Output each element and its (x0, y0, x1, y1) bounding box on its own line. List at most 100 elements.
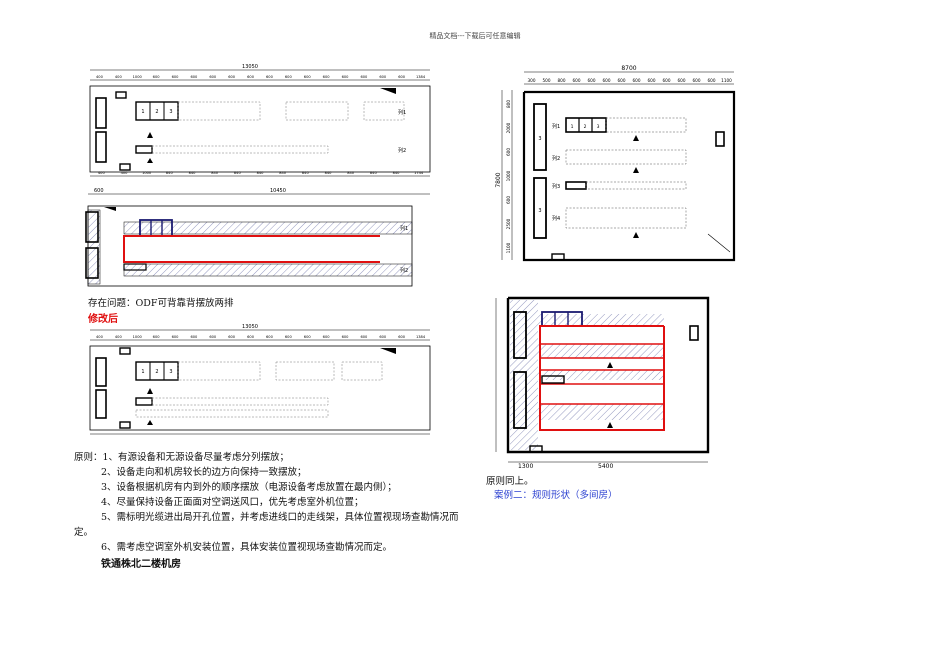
principle-item-2: 2、设备走向和机房较长的边方向保持一致摆放； (101, 467, 307, 478)
dimension-label: 600 (360, 335, 368, 339)
dimension-label: 600 (588, 78, 596, 83)
dimension-label: 800 (558, 78, 566, 83)
dimension-label: 1100 (506, 242, 511, 253)
dimension-label: 840 (325, 171, 333, 175)
svg-text:2: 2 (155, 369, 158, 375)
principle-item-5: 5、需标明光缆进出局开孔位置，并考虑进线口的走线架，具体位置视现场查勘情况而 (101, 512, 459, 523)
dimension-label: 1744 (414, 171, 424, 175)
svg-text:列4: 列4 (552, 215, 560, 222)
svg-text:600: 600 (94, 188, 104, 194)
dimension-label: 600 (153, 75, 161, 79)
dimension-label: 840 (234, 171, 242, 175)
dimension-label: 840 (370, 171, 378, 175)
dimension-label: 400 (121, 171, 129, 175)
svg-text:5400: 5400 (598, 463, 613, 470)
svg-text:1300: 1300 (518, 463, 533, 470)
dimension-label: 600 (648, 78, 656, 83)
page-header-caption: 精品文档---下载后可任意编辑 (429, 32, 521, 40)
dimension-label: 600 (266, 335, 274, 339)
principle-title: 原则：1、有源设备和无源设备尽量考虑分列摆放； (74, 452, 290, 463)
svg-text:2: 2 (155, 109, 158, 115)
principle-item-4: 4、尽量保持设备正面面对空调送风口，优先考虑室外机位置； (101, 497, 364, 508)
cable-tray-row2 (123, 263, 413, 277)
dimension-label: 840 (189, 171, 197, 175)
dimension-label: 1384 (416, 335, 426, 339)
dimension-label: 600 (379, 335, 387, 339)
dimension-label: 600 (209, 75, 217, 79)
cable-tray-row1 (123, 221, 413, 235)
power-cabinet (95, 97, 107, 129)
svg-text:2: 2 (584, 124, 587, 130)
airflow-arrow (147, 132, 153, 138)
dimension-label: 600 (633, 78, 641, 83)
dimension-label: 600 (573, 78, 581, 83)
dimension-label: 840 (257, 171, 265, 175)
window-marker (380, 88, 396, 94)
dimension-label: 600 (708, 78, 716, 83)
dimension-label: 840 (347, 171, 355, 175)
dimension-label: 840 (279, 171, 287, 175)
dimension-label: 600 (398, 75, 406, 79)
dimension-label: 600 (342, 75, 350, 79)
svg-text:3: 3 (169, 109, 172, 115)
dimension-label: 600 (228, 335, 236, 339)
problem-text: 存在问题：ODF可背靠背摆放两排 (88, 298, 234, 309)
svg-text:3: 3 (597, 124, 600, 130)
ac-unit (115, 91, 127, 99)
dimension-label: 1100 (721, 78, 732, 83)
principle-item-6: 6、需考虑空调室外机安装位置，具体安装位置视现场查勘情况而定。 (101, 542, 393, 553)
same-principle-text: 原则同上。 (486, 476, 534, 487)
row2-label: 列2 (398, 147, 406, 154)
dimension-label: 400 (115, 335, 123, 339)
dimension-label: 600 (190, 335, 198, 339)
svg-text:1: 1 (141, 369, 144, 375)
dimension-label: 600 (304, 335, 312, 339)
dimension-label: 840 (393, 171, 401, 175)
svg-text:列3: 列3 (552, 183, 560, 190)
dimension-label: 600 (172, 75, 180, 79)
svg-text:列1: 列1 (552, 123, 560, 130)
svg-text:列1: 列1 (400, 225, 408, 232)
svg-text:1: 1 (141, 109, 144, 115)
dimension-label: 600 (209, 335, 217, 339)
dimension-label: 400 (115, 75, 123, 79)
dimension-label: 1000 (142, 171, 152, 175)
dimension-label: 800 (506, 100, 511, 108)
dimension-label: 600 (172, 335, 180, 339)
svg-text:7800: 7800 (495, 172, 502, 187)
battery-cabinet (95, 131, 107, 163)
case-2-title: 案例二：规则形状（多间房） (494, 490, 618, 501)
dimension-label: 600 (247, 75, 255, 79)
svg-text:8700: 8700 (621, 65, 636, 72)
row1-label: 列1 (398, 109, 406, 116)
dimension-label: 600 (678, 78, 686, 83)
dimension-label: 1384 (416, 75, 426, 79)
section-title: 铁通株北二楼机房 (101, 559, 181, 570)
floorplan-cable-route: 600 10450 列1 列2 (85, 188, 430, 287)
dimension-label: 2000 (506, 122, 511, 133)
svg-text:3: 3 (169, 369, 172, 375)
dimension-label: 500 (543, 78, 551, 83)
dimension-label: 600 (228, 75, 236, 79)
svg-text:3: 3 (538, 136, 541, 142)
dimension-label: 400 (96, 335, 104, 339)
dimension-label: 840 (302, 171, 310, 175)
principle-item-3: 3、设备根据机房有内到外的顺序摆放（电源设备考虑放置在最内侧）； (101, 482, 397, 493)
dimension-label: 600 (247, 335, 255, 339)
room-outline (89, 85, 431, 173)
dimension-label: 600 (304, 75, 312, 79)
dimension-label: 600 (506, 196, 511, 204)
svg-text:列2: 列2 (400, 267, 408, 274)
dimension-label: 1000 (506, 170, 511, 181)
dimension-label: 1000 (133, 75, 143, 79)
dimension-label: 600 (153, 335, 161, 339)
dimension-label: 840 (166, 171, 174, 175)
svg-text:13050: 13050 (242, 324, 258, 330)
dimension-label: 600 (190, 75, 198, 79)
dimension-label: 600 (506, 148, 511, 156)
dimension-label: 400 (98, 171, 106, 175)
dimension-label: 600 (398, 335, 406, 339)
ac-unit-outdoor (119, 163, 131, 171)
